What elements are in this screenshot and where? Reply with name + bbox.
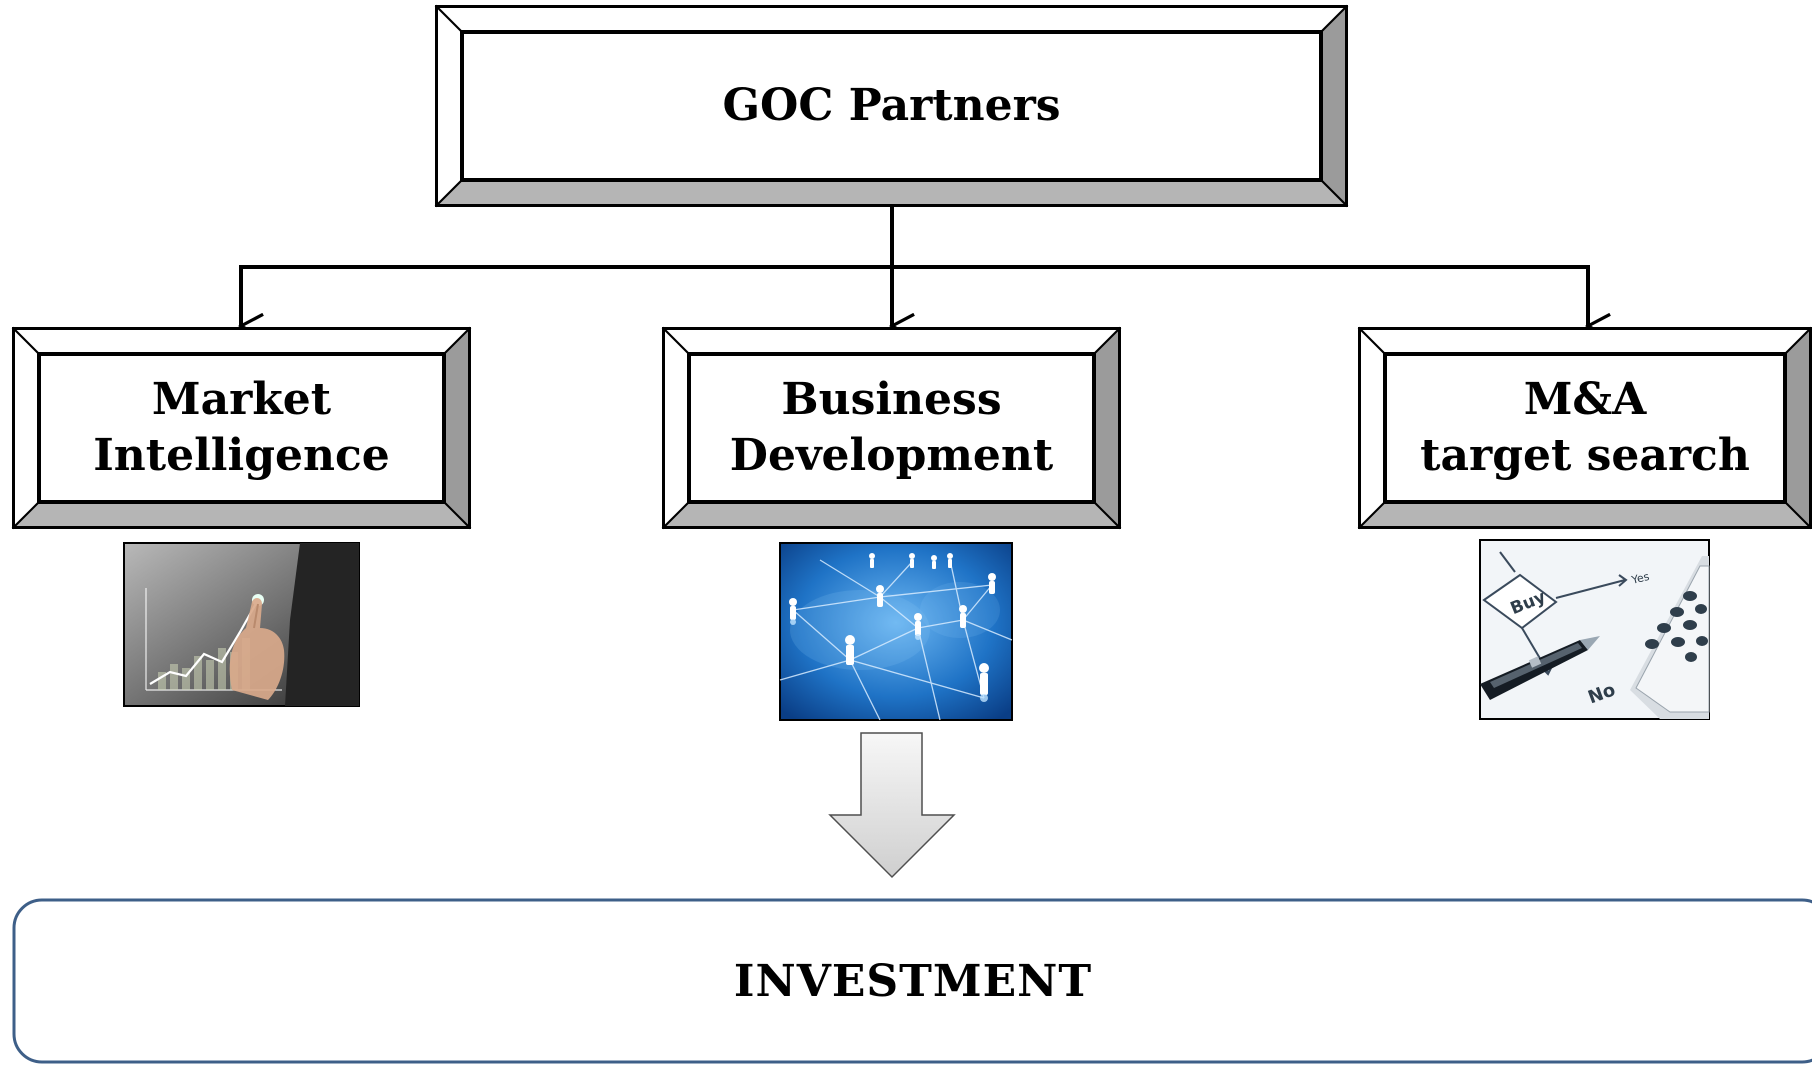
- branch-label-line1: M&A: [1523, 374, 1647, 426]
- root-title: GOC Partners: [462, 32, 1321, 180]
- global-network-people-photo: [779, 542, 1013, 721]
- branch-label-line1: Business: [781, 374, 1002, 426]
- branch-label-line2: target search: [1420, 430, 1750, 481]
- investment-label: INVESTMENT: [733, 955, 1093, 1007]
- buy-decision-calculator-photo: Buy Yes No: [1479, 539, 1710, 720]
- branch-label-line2: Development: [729, 430, 1054, 481]
- branch-label-market: Market Intelligence: [39, 354, 444, 502]
- investment-box: [12, 898, 1812, 1064]
- root-box: [434, 4, 1349, 208]
- branch-box-bizdev: [661, 326, 1122, 530]
- branch-label-line1: Market: [151, 374, 332, 426]
- branch-box-ma: [1357, 326, 1812, 530]
- business-chart-touch-photo: [123, 542, 360, 707]
- connector-lines: [240, 205, 1588, 326]
- yes-text: Yes: [1629, 570, 1651, 587]
- root-title-text: GOC Partners: [722, 80, 1061, 132]
- branch-box-market: [11, 326, 472, 530]
- down-arrow: [828, 732, 956, 879]
- branch-label-bizdev: Business Development: [689, 354, 1094, 502]
- branch-label-line2: Intelligence: [93, 430, 390, 481]
- branch-label-ma: M&A target search: [1385, 354, 1785, 502]
